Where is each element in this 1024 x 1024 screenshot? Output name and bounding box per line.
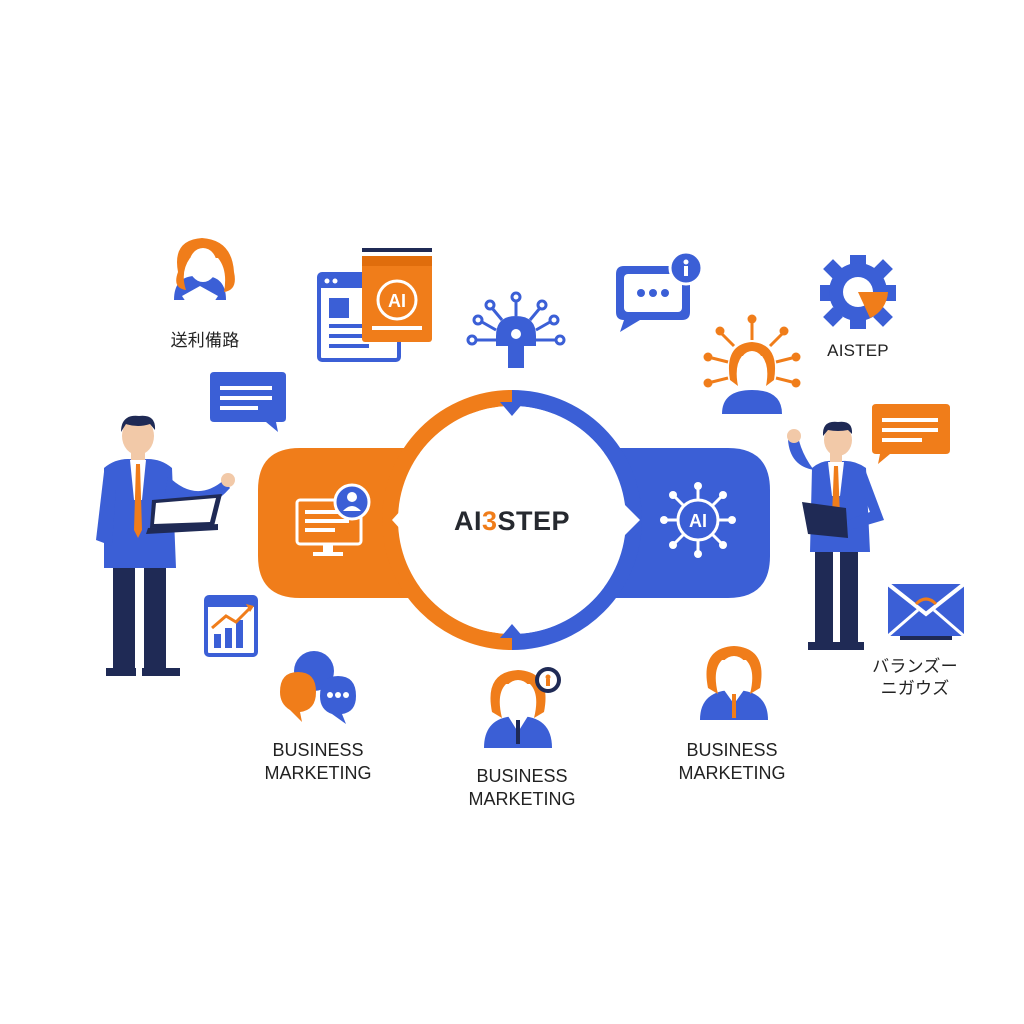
- center-title-prefix: AI: [453, 506, 482, 536]
- label-bottom-right: BUSINESS MARKETING: [678, 740, 786, 784]
- ai-network-icon: AI: [660, 482, 736, 558]
- central-hub: AI: [258, 390, 770, 650]
- label-top-right: AISTEP: [827, 341, 889, 360]
- notch-left-arrow: [392, 498, 412, 542]
- gear-icon: [820, 255, 896, 329]
- label-right-jp: バランズー ニガウズ: [872, 657, 958, 698]
- businesswoman-lock-icon: [484, 667, 561, 748]
- network-hub-icon: [466, 291, 566, 368]
- speech-bubble-blue-icon: [210, 372, 286, 432]
- label-top-left-jp: 送利備路: [170, 331, 240, 350]
- computer-user-icon: [295, 483, 371, 556]
- center-title: AI3STEP: [432, 506, 592, 537]
- businessman-right-figure: [787, 421, 884, 650]
- label-bottom-center: BUSINESS MARKETING: [468, 766, 576, 810]
- chat-notification-icon: [616, 250, 704, 332]
- ring-orange-arc: [382, 390, 513, 650]
- speech-bubble-orange-icon: [872, 404, 950, 464]
- ai-badge-text: AI: [388, 291, 406, 311]
- center-title-suffix: STEP: [497, 506, 571, 536]
- network-woman-icon: [703, 314, 801, 414]
- center-title-number: 3: [481, 506, 498, 536]
- businessman-left-figure: [96, 415, 235, 676]
- group-chat-icon: [280, 651, 356, 724]
- center-disk: [398, 406, 626, 634]
- woman-avatar-blue-icon: [700, 646, 768, 720]
- right-pill-blue: [604, 448, 770, 598]
- notch-top-arrow: [500, 402, 524, 416]
- growth-chart-icon: [204, 595, 258, 657]
- woman-avatar-orange-icon: [174, 238, 235, 302]
- ai-document-icon: AI: [317, 248, 432, 362]
- notch-bottom-arrow: [500, 624, 524, 638]
- label-bottom-left: BUSINESS MARKETING: [264, 740, 372, 784]
- gear-ai-text: AI: [689, 511, 707, 531]
- mail-icon: [886, 582, 966, 640]
- notch-right-arrow: [618, 498, 640, 542]
